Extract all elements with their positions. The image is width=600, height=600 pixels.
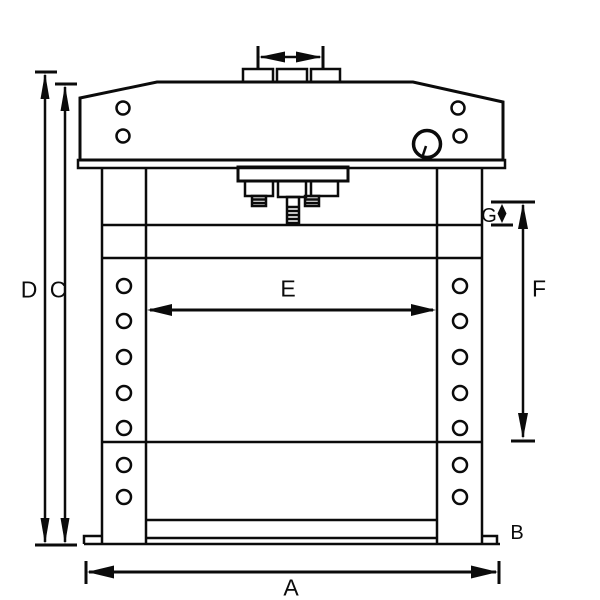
column-holes-left	[115, 277, 133, 506]
pump-port-caps	[241, 67, 342, 84]
right-fitting	[303, 194, 321, 208]
top-width-dimension-arrow	[256, 46, 325, 68]
press-head	[76, 67, 507, 170]
dimension-C-arrow	[55, 82, 77, 547]
dimension-D-arrow	[35, 70, 57, 547]
column-holes-right	[451, 277, 469, 506]
upper-crossmember	[102, 223, 482, 260]
dimension-E-arrow	[147, 304, 436, 316]
dimension-G-label: G	[481, 205, 497, 227]
left-foot	[82, 534, 102, 544]
base-crossmember	[146, 518, 437, 540]
dimension-A-label: A	[283, 574, 299, 600]
dimension-G-arrow	[491, 200, 513, 227]
dimension-F-arrow	[511, 200, 535, 443]
dimension-B-label: B	[510, 522, 524, 544]
right-column	[435, 167, 484, 544]
left-column	[100, 167, 148, 544]
dimension-D-label: D	[20, 276, 38, 303]
pressure-gauge-icon	[411, 128, 443, 160]
right-foot	[482, 534, 499, 544]
ram	[285, 195, 301, 225]
dimension-A-arrow	[84, 561, 501, 584]
dimension-F-label: F	[531, 275, 547, 302]
head-bolt-holes	[115, 100, 468, 144]
left-fitting	[250, 194, 268, 208]
dimension-C-label: C	[49, 276, 67, 303]
dimension-E-label: E	[280, 275, 296, 302]
cylinder-assembly	[236, 165, 350, 225]
